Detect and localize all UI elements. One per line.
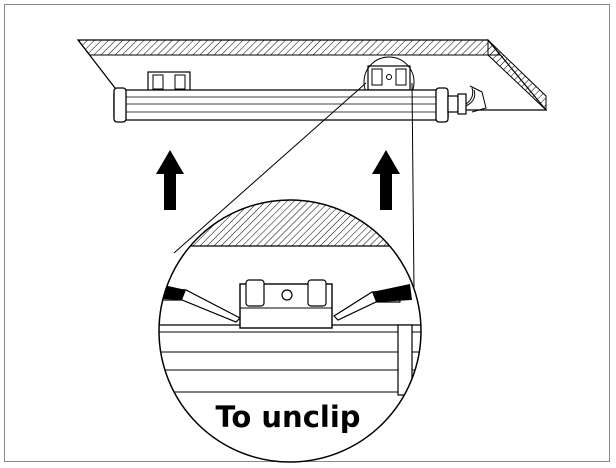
up-arrow-icon [372,150,400,210]
screwdriver-icon [159,282,242,323]
magnifier-lines [173,82,415,291]
mounting-clip-left [147,71,191,93]
magnifier-circle-outline [158,199,422,463]
mounting-clip-right [363,56,415,108]
up-arrow-icon [156,150,184,210]
light-fixture [113,87,449,123]
screwdriver-icon [333,284,412,321]
power-cable [447,85,487,115]
caption-label: To unclip [215,400,360,434]
